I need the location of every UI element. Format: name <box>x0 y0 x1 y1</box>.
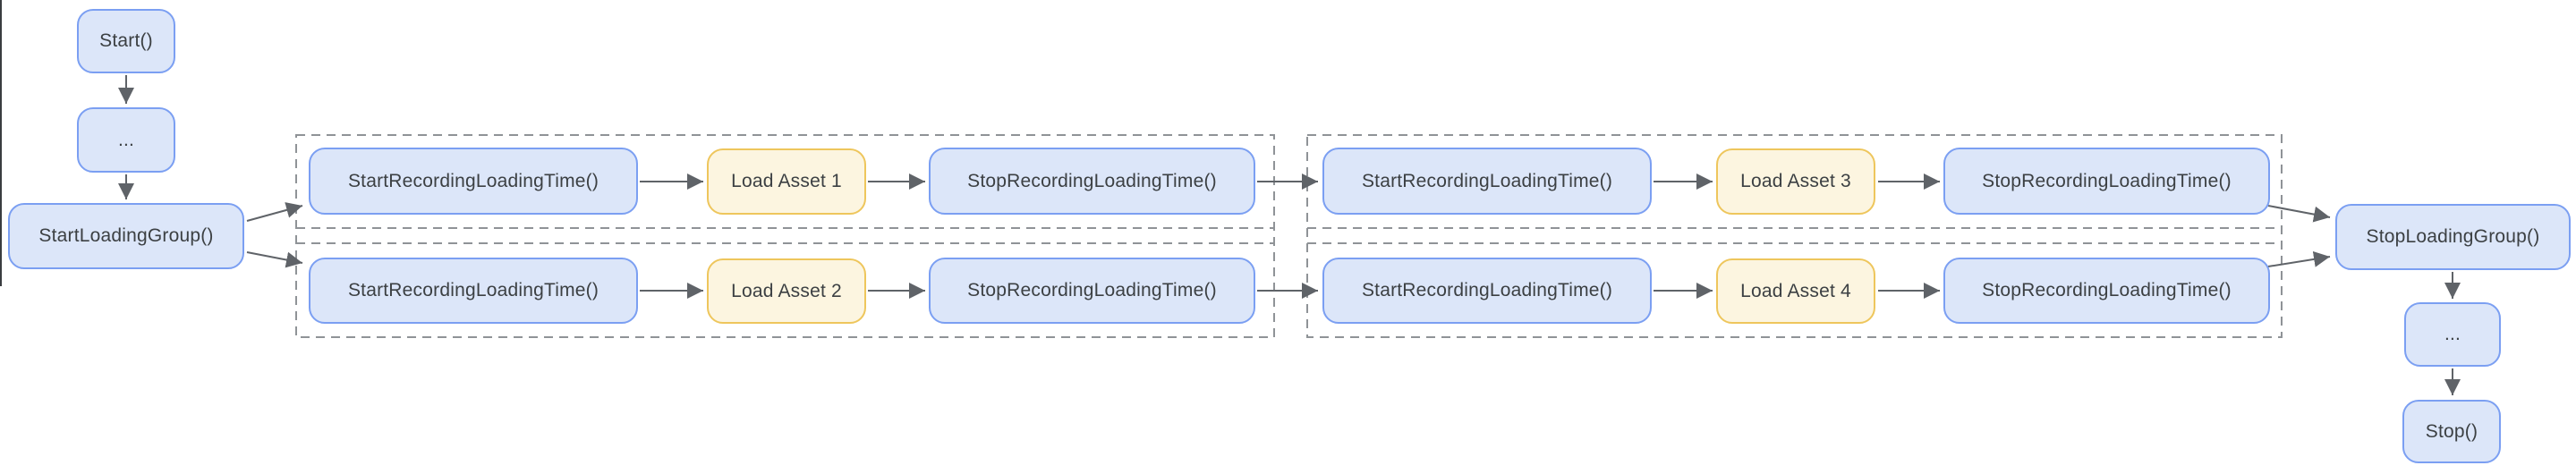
arrow-startloadinggroup-to-row1 <box>246 202 303 222</box>
node-stop-rec-4-label: StopRecordingLoadingTime() <box>1982 280 2232 300</box>
node-stop-loading-group-label: StopLoadingGroup() <box>2366 226 2540 247</box>
node-load-asset-1: Load Asset 1 <box>707 148 866 215</box>
flow-arrows <box>118 75 2461 395</box>
node-load-asset-1-label: Load Asset 1 <box>731 171 842 191</box>
node-load-asset-2-label: Load Asset 2 <box>731 280 842 301</box>
node-start-rec-1: StartRecordingLoadingTime() <box>309 148 638 215</box>
node-load-asset-2: Load Asset 2 <box>707 258 866 324</box>
node-load-asset-4: Load Asset 4 <box>1716 258 1875 324</box>
node-start-rec-4-label: StartRecordingLoadingTime() <box>1361 280 1613 300</box>
node-stop-rec-1-label: StopRecordingLoadingTime() <box>967 170 1217 191</box>
node-start-loading-group: StartLoadingGroup() <box>8 203 244 269</box>
node-start-rec-3: StartRecordingLoadingTime() <box>1322 148 1652 215</box>
node-stop-rec-1: StopRecordingLoadingTime() <box>929 148 1255 215</box>
node-ellipsis-right: ... <box>2404 302 2501 367</box>
node-start-loading-group-label: StartLoadingGroup() <box>38 225 214 246</box>
node-load-asset-3-label: Load Asset 3 <box>1740 171 1851 191</box>
node-start-label: Start() <box>99 30 153 51</box>
node-ellipsis-left: ... <box>77 107 175 173</box>
node-start-rec-4: StartRecordingLoadingTime() <box>1322 258 1652 324</box>
node-start-rec-2: StartRecordingLoadingTime() <box>309 258 638 324</box>
loading-group-box-2 <box>1306 134 2283 338</box>
group-2-border <box>1306 134 2283 338</box>
node-load-asset-4-label: Load Asset 4 <box>1740 280 1851 301</box>
node-stop-loading-group: StopLoadingGroup() <box>2335 204 2571 270</box>
node-stop-rec-2-label: StopRecordingLoadingTime() <box>967 280 1217 300</box>
arrow-stoprec3-to-stoploadinggroup <box>2267 205 2331 223</box>
loading-group-box-1 <box>295 134 1275 338</box>
node-ellipsis-left-label: ... <box>117 129 135 150</box>
node-start: Start() <box>77 9 175 73</box>
node-start-rec-2-label: StartRecordingLoadingTime() <box>347 280 599 300</box>
arrow-stoprec4-to-stoploadinggroup <box>2267 250 2331 267</box>
node-stop-label: Stop() <box>2425 420 2478 442</box>
node-load-asset-3: Load Asset 3 <box>1716 148 1875 215</box>
arrow-startloadinggroup-to-row2 <box>246 251 303 268</box>
node-ellipsis-right-label: ... <box>2444 324 2461 344</box>
node-stop: Stop() <box>2402 400 2501 463</box>
node-stop-rec-4: StopRecordingLoadingTime() <box>1943 258 2270 324</box>
node-stop-rec-3-label: StopRecordingLoadingTime() <box>1982 170 2232 191</box>
group-1-border <box>295 134 1275 338</box>
node-stop-rec-2: StopRecordingLoadingTime() <box>929 258 1255 324</box>
left-edge-line <box>0 0 2 286</box>
node-stop-rec-3: StopRecordingLoadingTime() <box>1943 148 2270 215</box>
node-start-rec-1-label: StartRecordingLoadingTime() <box>347 170 599 191</box>
node-start-rec-3-label: StartRecordingLoadingTime() <box>1361 170 1613 191</box>
